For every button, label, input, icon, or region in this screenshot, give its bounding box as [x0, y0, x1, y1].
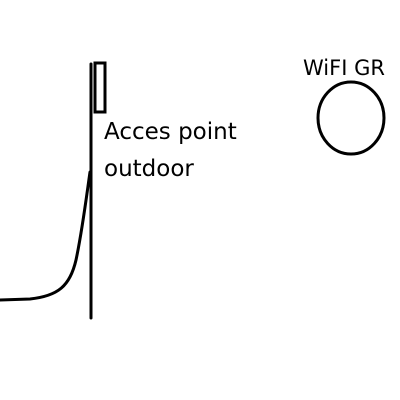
access-point-label-line1: Acces point — [104, 119, 237, 145]
cable-line — [0, 170, 92, 302]
wifi-group-label: WiFI GR — [303, 56, 385, 80]
access-point-device — [93, 61, 107, 114]
wifi-group-circle — [316, 80, 386, 156]
access-point-label-line2: outdoor — [104, 156, 194, 182]
